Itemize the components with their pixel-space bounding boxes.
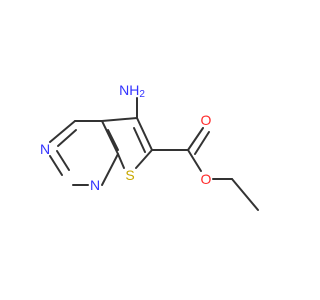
bond-n3-c4 (49, 120, 76, 143)
bond-c4a-c5 (101, 117, 138, 122)
bond-c6-s (135, 149, 153, 169)
amino-label-main: NH (119, 82, 139, 98)
carbonyl-oxygen-label: O (201, 112, 212, 128)
amino-label: NH2 (119, 82, 145, 100)
bond-carbonyl-o-double-a (187, 127, 204, 151)
bond-carbonyl-o-ester (187, 149, 202, 172)
bond-c2-n3 (49, 155, 63, 176)
structure-diagram: NH2 N N S O O (39, 82, 259, 211)
atom-labels: NH2 N N S O O (40, 82, 212, 193)
bond-c7a-n1 (101, 153, 119, 186)
bond-c5-c6 (136, 117, 153, 151)
amino-group-label: NH2 (119, 82, 145, 100)
ester-oxygen-label: O (201, 171, 212, 187)
sulfur-label: S (125, 167, 134, 183)
bonds (49, 97, 259, 211)
nitrogen-n1-label: N (90, 177, 100, 193)
bond-ch2-ch3 (231, 178, 259, 211)
bond-c4a-c7a (101, 120, 119, 155)
bond-s-c7a (117, 153, 125, 169)
bond-c2-n3-inner (56, 150, 70, 171)
bond-n3-c4-inner (57, 129, 77, 147)
amino-label-subscript: 2 (139, 89, 145, 100)
nitrogen-n3-label: N (40, 141, 50, 157)
bond-c4a-c7a-inner (107, 129, 119, 151)
bond-carbonyl-o-double-b (194, 131, 210, 155)
bond-c5-c6-inner (133, 127, 146, 153)
